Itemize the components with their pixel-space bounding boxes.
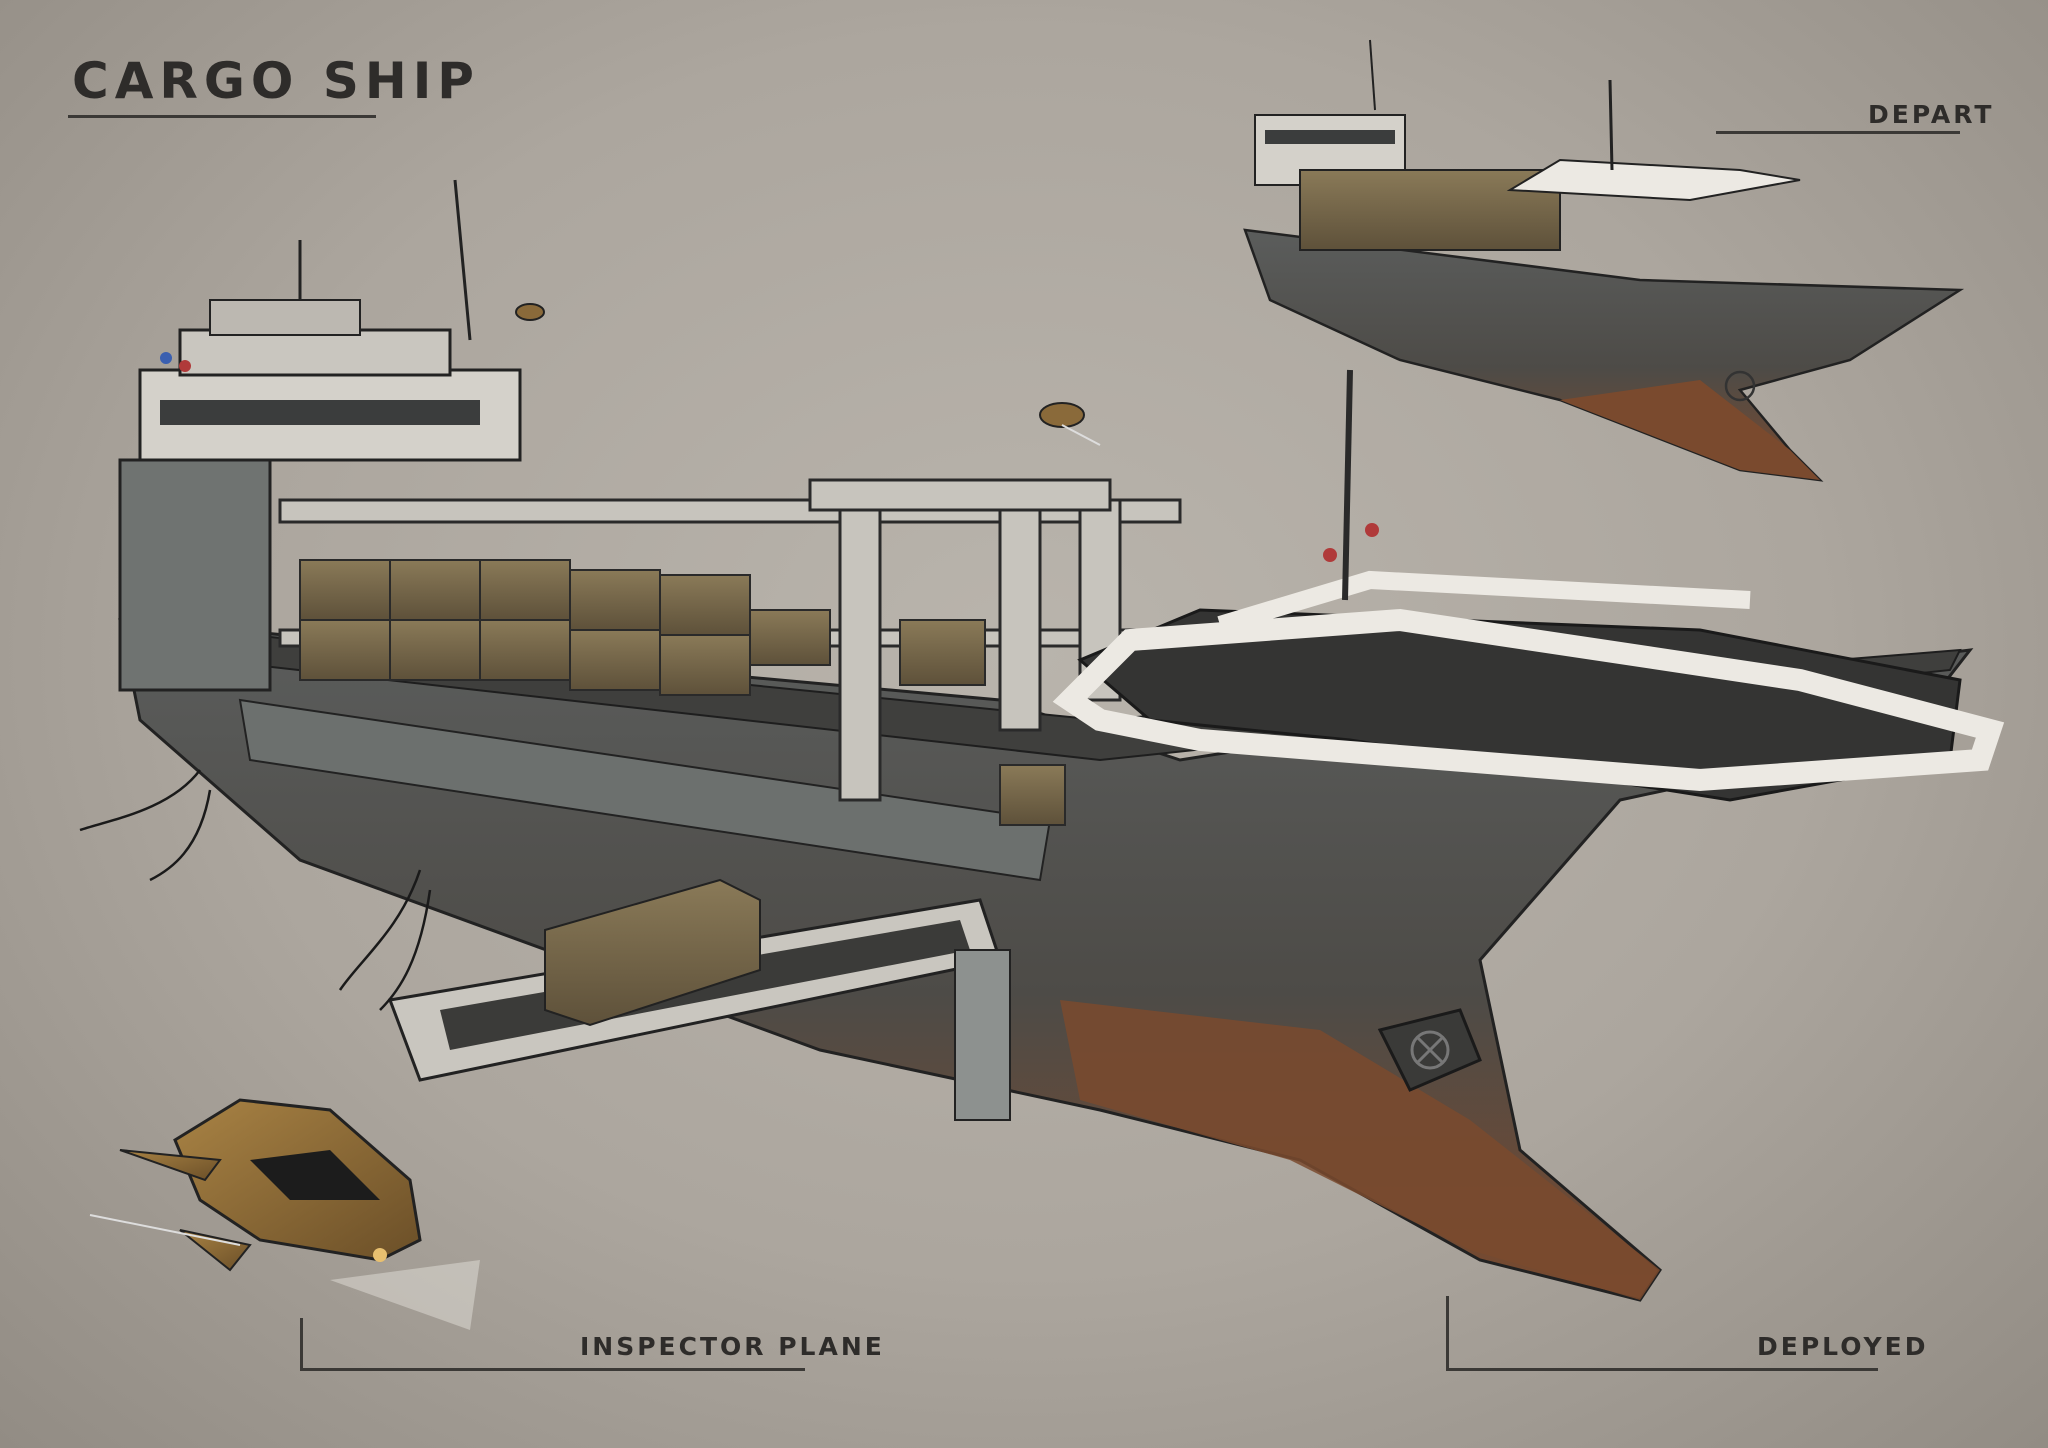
label-inspector-plane: INSPECTOR PLANE (580, 1332, 885, 1361)
drone-1 (515, 303, 545, 321)
drone-2 (1039, 402, 1101, 446)
ramp-container (544, 878, 761, 1027)
anchor-cables (79, 769, 432, 1011)
label-deployed: DEPLOYED (1757, 1332, 1929, 1361)
cargo-ship-depart (1243, 39, 1965, 482)
label-depart: DEPART (1868, 100, 1995, 129)
bow-rust (1060, 1000, 1660, 1300)
deployed-bracket-vertical (1446, 1296, 1449, 1370)
bow-emblem (1377, 1008, 1482, 1092)
page-title: CARGO SHIP (72, 52, 480, 110)
bridge-tower (118, 179, 522, 692)
inspector-bracket-vertical (300, 1318, 303, 1370)
cargo-ship-deployed (79, 179, 2005, 1302)
deployed-underline (1446, 1368, 1878, 1371)
title-underline (68, 115, 376, 118)
loading-ramp (387, 878, 1011, 1121)
container-stack (299, 559, 1066, 826)
inspector-underline (300, 1368, 805, 1371)
side-pontoon (238, 698, 1052, 882)
depart-underline (1716, 131, 1960, 134)
inspector-plane (89, 1098, 480, 1330)
helipad-deck (1052, 369, 2005, 802)
